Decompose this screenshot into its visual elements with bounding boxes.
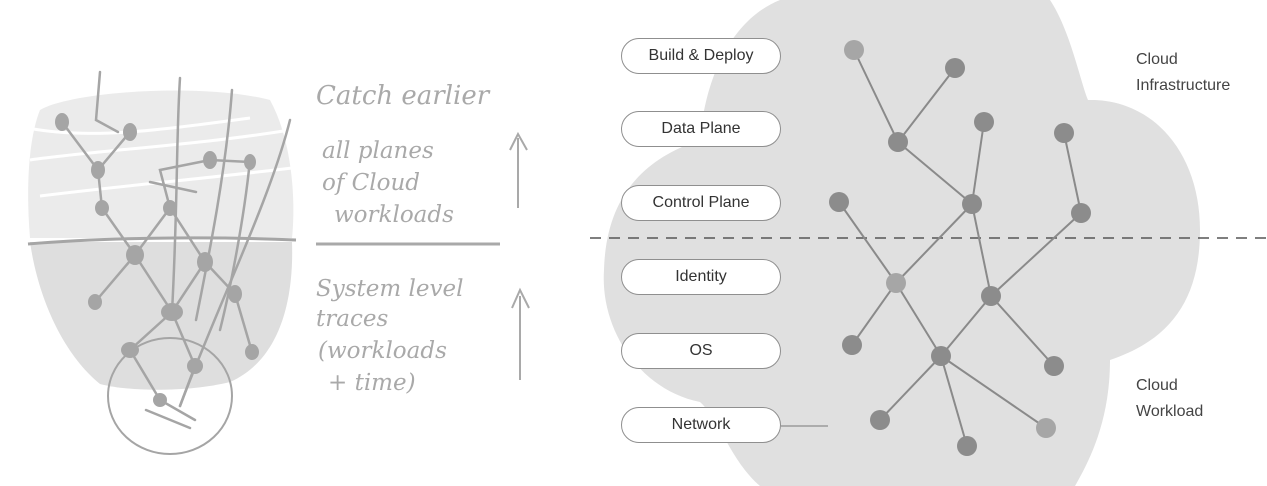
note-of-cloud: of Cloud	[322, 170, 420, 196]
graph-node	[945, 58, 965, 78]
sketch-circle	[107, 337, 233, 455]
layer-network[interactable]: Network	[621, 407, 781, 443]
label-cloud-workload: Cloud Workload	[1136, 377, 1204, 420]
graph-node	[870, 410, 890, 430]
graph-node	[1071, 203, 1091, 223]
graph-node	[844, 40, 864, 60]
graph-node	[886, 273, 906, 293]
graph-node	[974, 112, 994, 132]
note-workloads: workloads	[334, 202, 454, 228]
graph-nodes	[829, 40, 1091, 456]
layer-data-plane[interactable]: Data Plane	[621, 111, 781, 147]
layer-control-plane[interactable]: Control Plane	[621, 185, 781, 221]
graph-node	[1054, 123, 1074, 143]
graph-node	[888, 132, 908, 152]
sketch-upper-region	[28, 90, 294, 238]
note-up-arrow-top	[509, 131, 528, 208]
layer-label: Network	[671, 416, 731, 433]
note-system-level: System level	[316, 276, 463, 302]
graph-node	[981, 286, 1001, 306]
layer-label: Control Plane	[652, 194, 750, 211]
graph-node	[931, 346, 951, 366]
note-plus-time: + time)	[328, 370, 416, 396]
note-up-arrow-bottom	[511, 287, 530, 380]
layer-os[interactable]: OS	[621, 333, 781, 369]
layer-identity[interactable]: Identity	[621, 259, 781, 295]
layer-label: Data Plane	[661, 120, 741, 137]
layer-label: OS	[689, 342, 713, 359]
label-cloud-infrastructure: Cloud Infrastructure	[1136, 51, 1231, 94]
graph-node	[962, 194, 982, 214]
layer-label: Identity	[675, 268, 727, 285]
layer-label: Build & Deploy	[648, 47, 754, 64]
graph-node	[842, 335, 862, 355]
graph-node	[957, 436, 977, 456]
note-workloads-paren: (workloads	[318, 338, 447, 364]
graph-node	[1044, 356, 1064, 376]
graph-edges	[838, 49, 1082, 447]
sketch-lower-region	[30, 242, 293, 390]
graph-node	[1036, 418, 1056, 438]
layer-build-deploy[interactable]: Build & Deploy	[621, 38, 781, 74]
sketch-divider	[27, 236, 297, 246]
note-all-planes: all planes	[322, 138, 434, 164]
hand-sketch: Catch earlier all planes of Cloud worklo…	[27, 70, 530, 455]
note-catch-earlier: Catch earlier	[316, 81, 491, 111]
note-traces: traces	[316, 306, 388, 332]
graph-node	[829, 192, 849, 212]
